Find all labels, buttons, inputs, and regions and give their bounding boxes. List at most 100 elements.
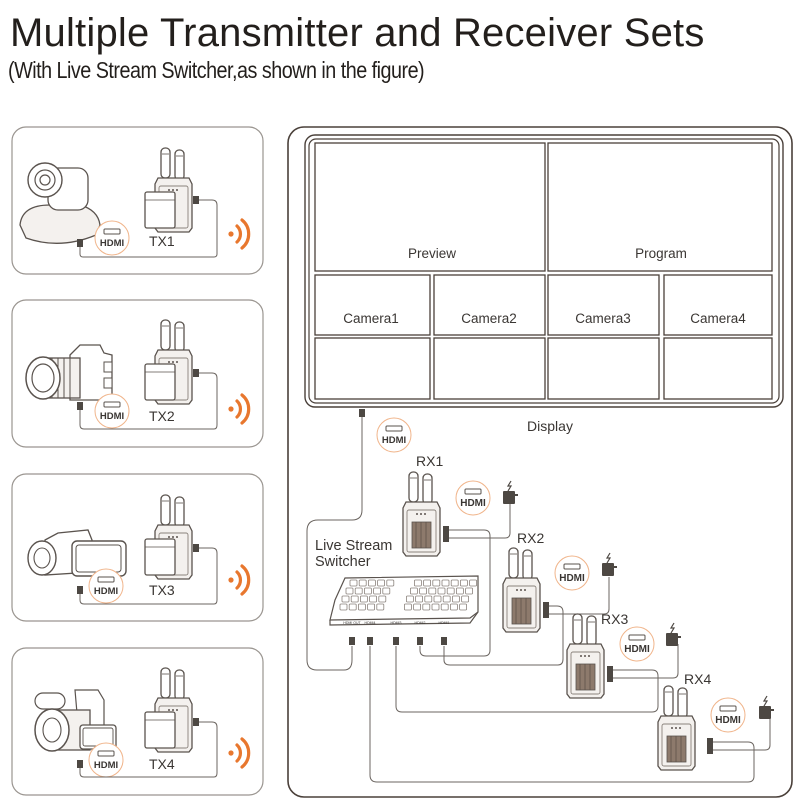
switcher-port-plug-icon bbox=[393, 637, 399, 645]
rx-hdmi-plug-icon bbox=[707, 738, 713, 746]
switcher-key bbox=[461, 595, 470, 603]
switcher-key bbox=[377, 579, 386, 587]
hdmi-label: HDMI bbox=[100, 411, 124, 422]
rx3-unit: RX3 HDMI bbox=[567, 611, 682, 698]
switcher-port-plug-icon bbox=[441, 637, 447, 645]
camera1-screen bbox=[314, 274, 431, 336]
switcher-key bbox=[373, 587, 382, 595]
switcher-key bbox=[339, 603, 348, 611]
hdmi-label: HDMI bbox=[100, 238, 124, 249]
rx1-label: RX1 bbox=[416, 453, 443, 469]
hdmi-label: HDMI bbox=[94, 760, 118, 771]
switcher-key bbox=[441, 579, 450, 587]
switcher-label-line2: Switcher bbox=[315, 554, 371, 570]
switcher-key bbox=[465, 587, 474, 595]
switcher-key bbox=[354, 587, 363, 595]
switcher-key bbox=[431, 603, 440, 611]
camera1-label: Camera1 bbox=[343, 311, 399, 326]
hdmi-label: HDMI bbox=[94, 586, 118, 597]
switcher-key bbox=[403, 603, 412, 611]
switcher-key bbox=[428, 587, 437, 595]
switcher-key bbox=[367, 603, 376, 611]
switcher-port-plug-icon bbox=[367, 637, 373, 645]
switcher-port-plug-icon bbox=[417, 637, 423, 645]
switcher-port-label: HDMI OUT bbox=[343, 621, 361, 625]
rx-power-plug-icon bbox=[443, 534, 449, 542]
camera4-label: Camera4 bbox=[690, 311, 746, 326]
rx-hdmi-plug-icon bbox=[607, 666, 613, 674]
hdmi-plug-icon bbox=[77, 586, 83, 594]
tx-panel-2: HDMI TX2 bbox=[11, 299, 264, 448]
switcher-key bbox=[455, 587, 464, 595]
switcher-port-label: HDMI1 bbox=[439, 621, 450, 625]
camera3-label: Camera3 bbox=[575, 311, 631, 326]
switcher-key bbox=[440, 603, 449, 611]
switcher-key bbox=[459, 603, 468, 611]
switcher-key bbox=[423, 579, 432, 587]
rx4-label: RX4 bbox=[684, 671, 711, 687]
switcher-key bbox=[437, 587, 446, 595]
switcher-port-label: HDMI3 bbox=[391, 621, 402, 625]
switcher-key bbox=[386, 579, 395, 587]
hdmi-plug-icon bbox=[77, 760, 83, 768]
tx1-label: TX1 bbox=[149, 233, 175, 249]
switcher-port-label: HDMI2 bbox=[415, 621, 426, 625]
camera4-screen bbox=[663, 274, 773, 336]
switcher-key bbox=[363, 587, 372, 595]
camera2-screen bbox=[433, 274, 546, 336]
switcher-key bbox=[376, 603, 385, 611]
switcher-key bbox=[405, 595, 414, 603]
camera3-screen bbox=[547, 274, 660, 336]
tx-plug-icon bbox=[193, 369, 199, 377]
switcher-key bbox=[357, 603, 366, 611]
page-subtitle: (With Live Stream Switcher,as shown in t… bbox=[8, 57, 425, 83]
switcher-key bbox=[341, 595, 350, 603]
switcher-port-plug-icon bbox=[349, 637, 355, 645]
switcher-key bbox=[422, 603, 431, 611]
rx1-hdmi-label: HDMI bbox=[460, 498, 486, 509]
program-label: Program bbox=[635, 246, 687, 261]
display-monitor: Preview Program Camera1 Camera2 Camera3 … bbox=[304, 134, 784, 434]
tx-plug-icon bbox=[193, 718, 199, 726]
switcher-key bbox=[449, 603, 458, 611]
switcher-key bbox=[469, 579, 478, 587]
switcher-key bbox=[345, 587, 354, 595]
switcher-key bbox=[382, 587, 391, 595]
tx-plug-icon bbox=[193, 544, 199, 552]
switcher-key bbox=[442, 595, 451, 603]
switcher-key bbox=[348, 603, 357, 611]
rx-hdmi-plug-icon bbox=[443, 526, 449, 534]
display-hdmi-label: HDMI bbox=[382, 435, 406, 446]
switcher-key bbox=[358, 579, 367, 587]
rx4-hdmi-label: HDMI bbox=[715, 715, 741, 726]
rx3-label: RX3 bbox=[601, 611, 628, 627]
rx2-label: RX2 bbox=[517, 530, 544, 546]
tx2-label: TX2 bbox=[149, 408, 175, 424]
switcher-key bbox=[369, 595, 378, 603]
switcher-key bbox=[419, 587, 428, 595]
switcher-key bbox=[367, 579, 376, 587]
switcher-key bbox=[350, 595, 359, 603]
camera2-label: Camera2 bbox=[461, 311, 517, 326]
display-hdmi-plug-icon bbox=[359, 409, 365, 417]
switcher-key bbox=[413, 579, 422, 587]
switcher-port-label: HDMI4 bbox=[365, 621, 376, 625]
program-screen bbox=[547, 142, 773, 272]
camcorder-icon bbox=[27, 529, 127, 577]
switcher-key bbox=[451, 595, 460, 603]
hdmi-plug-icon bbox=[77, 402, 83, 410]
rx2-unit: RX2 HDMI bbox=[503, 530, 618, 632]
rx4-unit: RX4 HDMI bbox=[658, 671, 775, 770]
cables bbox=[306, 417, 771, 783]
switcher-key bbox=[433, 595, 442, 603]
rx-power-plug-icon bbox=[607, 674, 613, 682]
tx-panel-4: HDMI TX4 bbox=[11, 647, 264, 796]
rx-power-plug-icon bbox=[707, 746, 713, 754]
switcher-key bbox=[413, 603, 422, 611]
rx3-hdmi-label: HDMI bbox=[624, 644, 650, 655]
switcher-key bbox=[446, 587, 455, 595]
switcher-key bbox=[409, 587, 418, 595]
preview-label: Preview bbox=[408, 246, 456, 261]
tx3-label: TX3 bbox=[149, 582, 175, 598]
